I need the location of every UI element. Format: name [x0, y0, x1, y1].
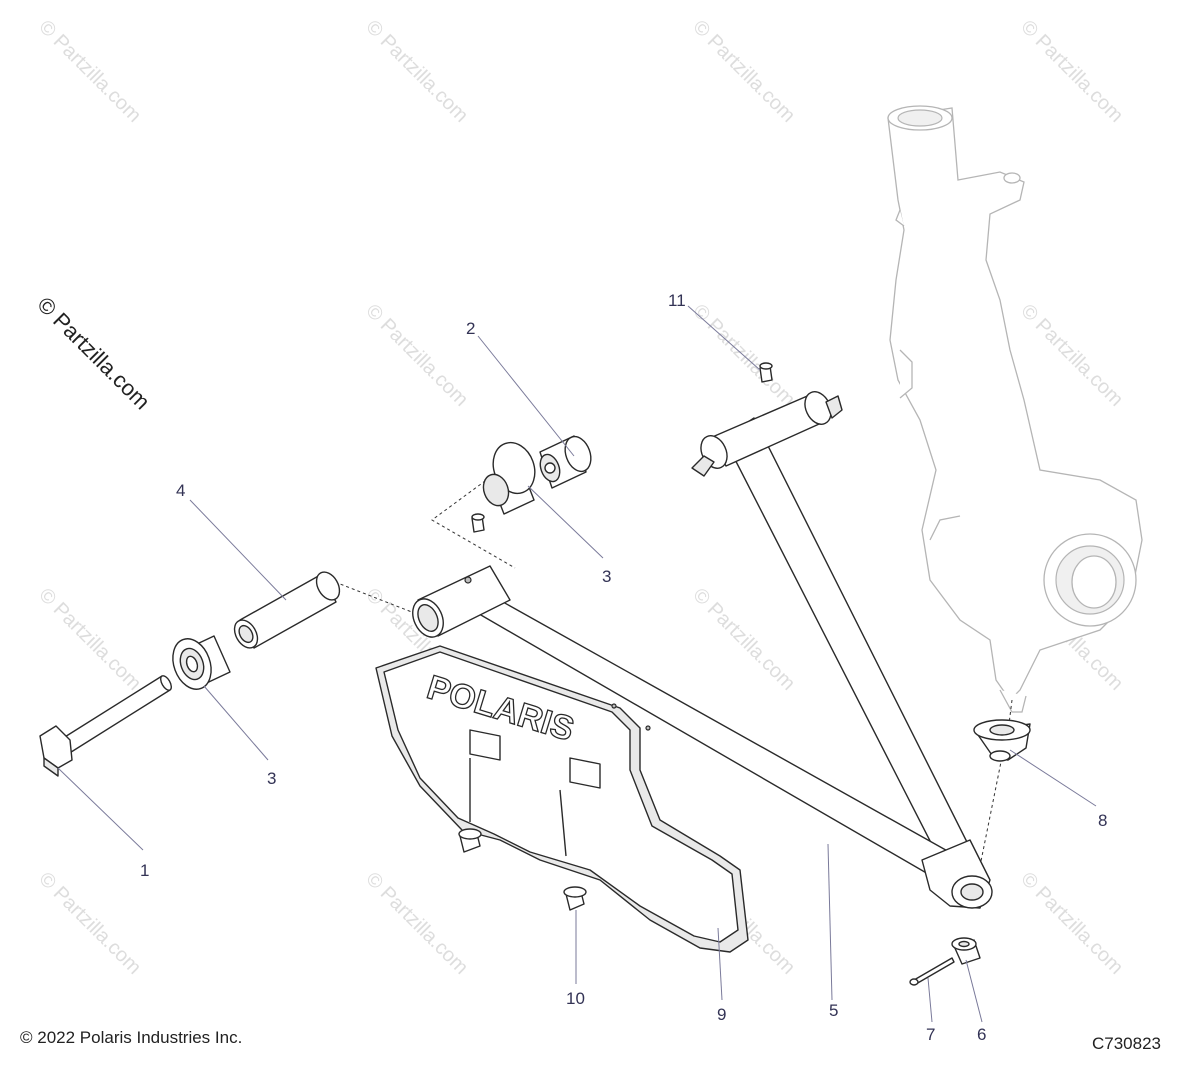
callout-7: 7 [926, 1025, 935, 1044]
watermark: © Partzilla.com [34, 584, 145, 695]
callout-3-upper: 3 [602, 567, 611, 586]
bushing-cap [539, 435, 592, 489]
flanged-bushing-upper [482, 441, 536, 515]
callout-11: 11 [668, 291, 686, 310]
cotter-pin [909, 957, 955, 986]
watermark-prominent: © Partzilla.com [32, 292, 155, 415]
callout-1: 1 [140, 861, 149, 880]
callout-6: 6 [977, 1025, 986, 1044]
watermark: © Partzilla.com [361, 300, 472, 411]
a-arm [412, 391, 993, 909]
watermark: © Partzilla.com [34, 868, 145, 979]
skid-plate-screw-upper [458, 828, 482, 853]
callout-2: 2 [466, 319, 475, 338]
copyright-notice: © 2022 Polaris Industries Inc. [20, 1028, 243, 1047]
pivot-sleeve [233, 571, 341, 649]
callout-3-lower: 3 [267, 769, 276, 788]
watermark: © Partzilla.com [1016, 868, 1127, 979]
watermark: © Partzilla.com [688, 584, 799, 695]
steering-knuckle [887, 105, 1143, 713]
skid-plate-screw-lower [563, 886, 587, 911]
watermark: © Partzilla.com [688, 16, 799, 127]
watermark: © Partzilla.com [34, 16, 145, 127]
callout-4: 4 [176, 481, 185, 500]
skid-plate: POLARIS [375, 645, 749, 953]
leader-lines [57, 305, 1097, 1023]
drawing-id: C730823 [1092, 1034, 1162, 1053]
castle-nut [951, 937, 981, 965]
grease-fitting-front [471, 513, 485, 533]
callouts: 1 2 3 3 4 5 6 7 8 9 10 11 [140, 291, 1107, 1044]
callout-8: 8 [1098, 811, 1107, 830]
grease-fitting-top [759, 362, 773, 383]
callout-5: 5 [829, 1001, 838, 1020]
bolt [39, 675, 172, 777]
watermark: © Partzilla.com [1016, 300, 1127, 411]
ball-joint-boot [973, 719, 1031, 762]
watermark: © Partzilla.com [1016, 16, 1127, 127]
watermark: © Partzilla.com [361, 868, 472, 979]
watermark: © Partzilla.com [361, 16, 472, 127]
flanged-bushing-lower [172, 635, 231, 690]
callout-10: 10 [566, 989, 585, 1008]
callout-9: 9 [717, 1005, 726, 1024]
